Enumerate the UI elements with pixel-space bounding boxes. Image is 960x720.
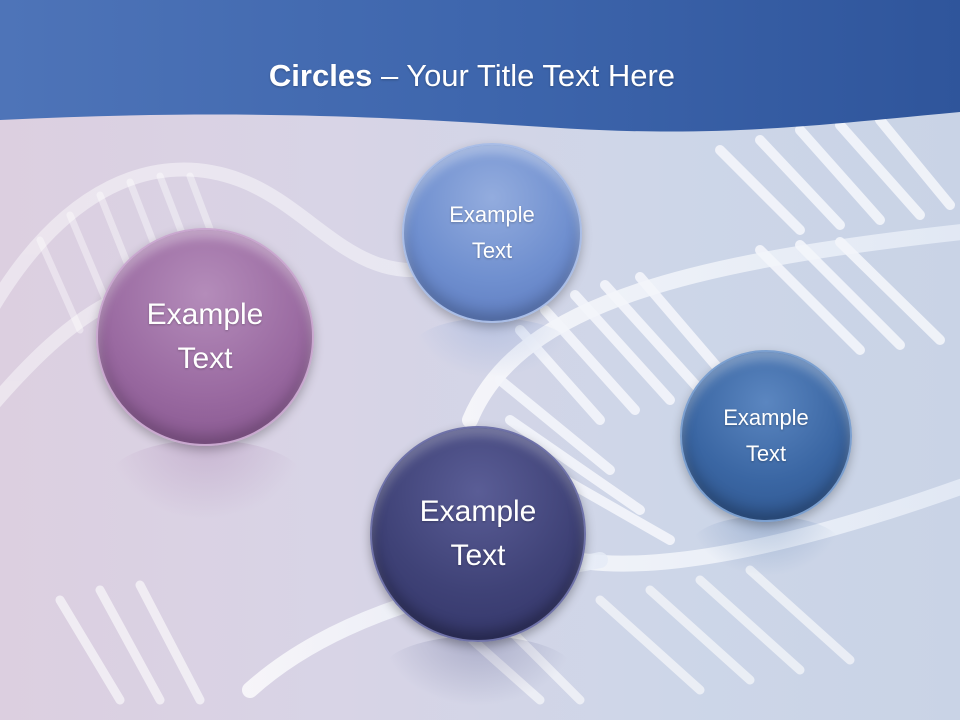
circle-navy: Example Text: [370, 426, 586, 642]
circle-purple: Example Text: [96, 228, 314, 446]
circle-light-blue: Example Text: [402, 143, 582, 323]
title-rest: – Your Title Text Here: [372, 58, 676, 93]
slide-title: Circles – Your Title Text Here: [0, 56, 944, 96]
title-bold: Circles: [268, 58, 373, 93]
circle-label: Example Text: [723, 405, 809, 466]
circle-label: Example Text: [449, 202, 535, 263]
circle-label: Example Text: [419, 495, 537, 572]
circle-label: Example Text: [146, 298, 264, 375]
title-banner: [0, 0, 960, 132]
circle-blue: Example Text: [680, 350, 852, 522]
